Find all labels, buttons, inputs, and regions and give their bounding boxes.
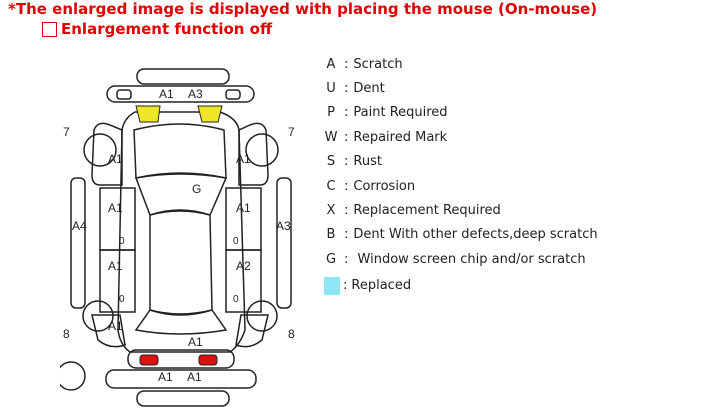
left-quarter bbox=[91, 314, 126, 348]
legend-label: Dent bbox=[353, 81, 385, 97]
legend-label: Scratch bbox=[353, 56, 403, 72]
rear-left-wheel bbox=[82, 300, 114, 332]
wheel-mark-rear-right: 8 bbox=[288, 327, 295, 341]
right-front-door-mark: A1 bbox=[236, 201, 251, 215]
legend-label: Dent With other defects,deep scratch bbox=[353, 227, 598, 243]
pillar-mark-right-front: 0 bbox=[233, 236, 239, 247]
spare-tire bbox=[60, 361, 86, 391]
legend-separator: : bbox=[344, 227, 349, 243]
pillar-mark-left-rear: 0 bbox=[119, 294, 125, 305]
front-right-damage-highlight bbox=[197, 105, 223, 123]
legend-row: A:Scratch bbox=[324, 52, 598, 76]
legend-code: C bbox=[326, 178, 336, 194]
legend-row: G: Window screen chip and/or scratch bbox=[324, 247, 598, 271]
front-bumper bbox=[106, 85, 255, 103]
rear-left-damage-highlight bbox=[139, 354, 159, 366]
right-rocker bbox=[276, 177, 292, 309]
legend-separator: : bbox=[344, 178, 349, 194]
front-left-damage-highlight bbox=[135, 105, 161, 123]
legend-label-replaced: Replaced bbox=[351, 278, 412, 294]
legend-separator: : bbox=[344, 251, 349, 267]
legend-separator: : bbox=[344, 129, 349, 145]
legend-separator: : bbox=[344, 81, 349, 97]
legend-row: S:Rust bbox=[324, 150, 598, 174]
wheel-mark-front-right: 7 bbox=[288, 125, 295, 139]
legend-code: X bbox=[326, 203, 336, 219]
legend-code: W bbox=[324, 129, 338, 145]
windshield bbox=[134, 172, 228, 216]
legend-separator: : bbox=[344, 56, 349, 72]
car-body bbox=[117, 111, 246, 353]
legend-row: P:Paint Required bbox=[324, 101, 598, 125]
legend-code: P bbox=[327, 105, 335, 121]
front-right-wheel bbox=[245, 133, 279, 167]
legend-separator: : bbox=[344, 105, 349, 121]
left-rear-door-mark: A1 bbox=[108, 259, 123, 273]
left-fender bbox=[91, 122, 123, 186]
right-quarter bbox=[235, 314, 269, 348]
legend-separator: : bbox=[343, 278, 348, 294]
enlargement-label: Enlargement function off bbox=[61, 20, 273, 38]
legend-row: U:Dent bbox=[324, 76, 598, 100]
right-fender-mark: A1 bbox=[236, 152, 251, 166]
rear-right-damage-highlight bbox=[198, 354, 218, 366]
legend-row: C:Corrosion bbox=[324, 174, 598, 198]
front-bumper-outer bbox=[136, 68, 230, 85]
legend-code: A bbox=[326, 56, 336, 72]
pillar-mark-left-front: 0 bbox=[119, 236, 125, 247]
rear-bumper-outer bbox=[136, 390, 230, 407]
legend-label: Replacement Required bbox=[353, 203, 501, 219]
front-bumper-mark-2: A3 bbox=[188, 87, 203, 101]
legend-row-replaced: :Replaced bbox=[324, 274, 598, 298]
trunk-mark: A1 bbox=[188, 335, 203, 349]
right-rear-door bbox=[225, 249, 262, 313]
right-rear-door-mark: A2 bbox=[236, 259, 251, 273]
legend-code: U bbox=[326, 81, 336, 97]
legend-code: B bbox=[326, 227, 336, 243]
legend-label: Paint Required bbox=[353, 105, 448, 121]
right-front-door bbox=[225, 187, 262, 251]
rear-right-wheel bbox=[246, 300, 278, 332]
left-quarter-mark: A1 bbox=[108, 319, 123, 333]
right-headlight bbox=[225, 89, 241, 100]
left-rocker-mark: A4 bbox=[72, 219, 87, 233]
legend-code: G bbox=[325, 251, 337, 267]
legend-row: B:Dent With other defects,deep scratch bbox=[324, 223, 598, 247]
enlargement-toggle[interactable]: Enlargement function off bbox=[42, 20, 272, 38]
right-rocker-mark: A3 bbox=[276, 219, 291, 233]
legend-code: S bbox=[326, 154, 336, 170]
wheel-mark-front-left: 7 bbox=[63, 125, 70, 139]
rear-bumper-lower bbox=[105, 369, 257, 389]
legend-label: Rust bbox=[353, 154, 382, 170]
left-front-door bbox=[99, 187, 136, 251]
legend-separator: : bbox=[344, 203, 349, 219]
enlargement-checkbox[interactable] bbox=[42, 21, 57, 37]
legend-row: W:Repaired Mark bbox=[324, 125, 598, 149]
right-fender bbox=[238, 122, 269, 186]
front-left-wheel bbox=[83, 133, 117, 167]
legend-label: Window screen chip and/or scratch bbox=[353, 251, 586, 267]
legend-separator: : bbox=[344, 154, 349, 170]
replaced-swatch bbox=[324, 276, 340, 295]
rear-bumper-mark-2: A1 bbox=[187, 370, 202, 384]
legend-label: Corrosion bbox=[353, 178, 416, 194]
left-rear-door bbox=[99, 249, 136, 313]
pillar-mark-right-rear: 0 bbox=[233, 294, 239, 305]
windshield-mark: G bbox=[192, 182, 201, 196]
legend-label: Repaired Mark bbox=[353, 129, 448, 145]
front-bumper-mark-1: A1 bbox=[159, 87, 174, 101]
car-damage-diagram: A1 A3 G A1 A1 A1 A1 A1 A2 A1 A1 A1 A1 A4… bbox=[60, 68, 295, 407]
left-headlight bbox=[116, 89, 132, 100]
legend-row: X:Replacement Required bbox=[324, 198, 598, 222]
wheel-mark-rear-left: 8 bbox=[63, 327, 70, 341]
left-rocker bbox=[70, 177, 86, 309]
rear-bumper bbox=[127, 349, 235, 369]
rear-bumper-mark-1: A1 bbox=[158, 370, 173, 384]
left-front-door-mark: A1 bbox=[108, 201, 123, 215]
left-fender-mark: A1 bbox=[108, 152, 123, 166]
page-title: *The enlarged image is displayed with pl… bbox=[8, 0, 598, 18]
